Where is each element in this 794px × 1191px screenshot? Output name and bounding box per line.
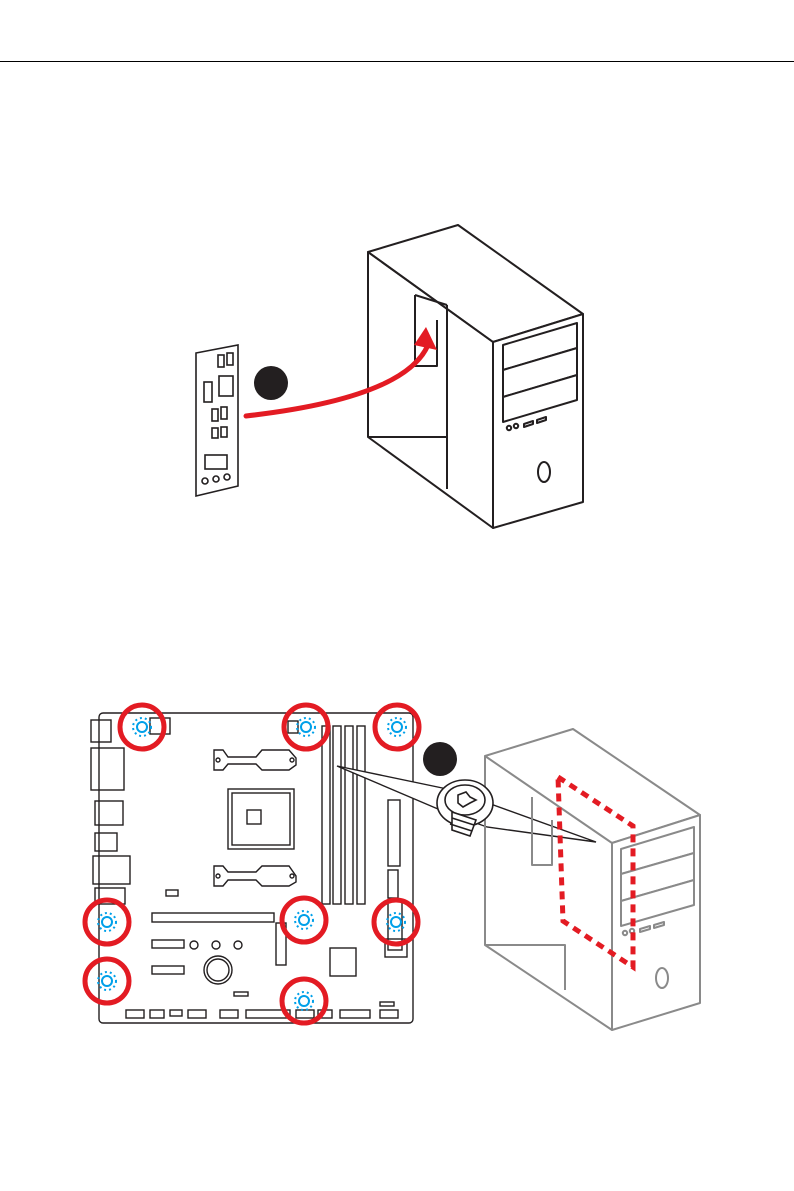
pc-case-2 [485,729,700,1030]
step-marker-icon [423,742,457,776]
motherboard [91,713,413,1023]
